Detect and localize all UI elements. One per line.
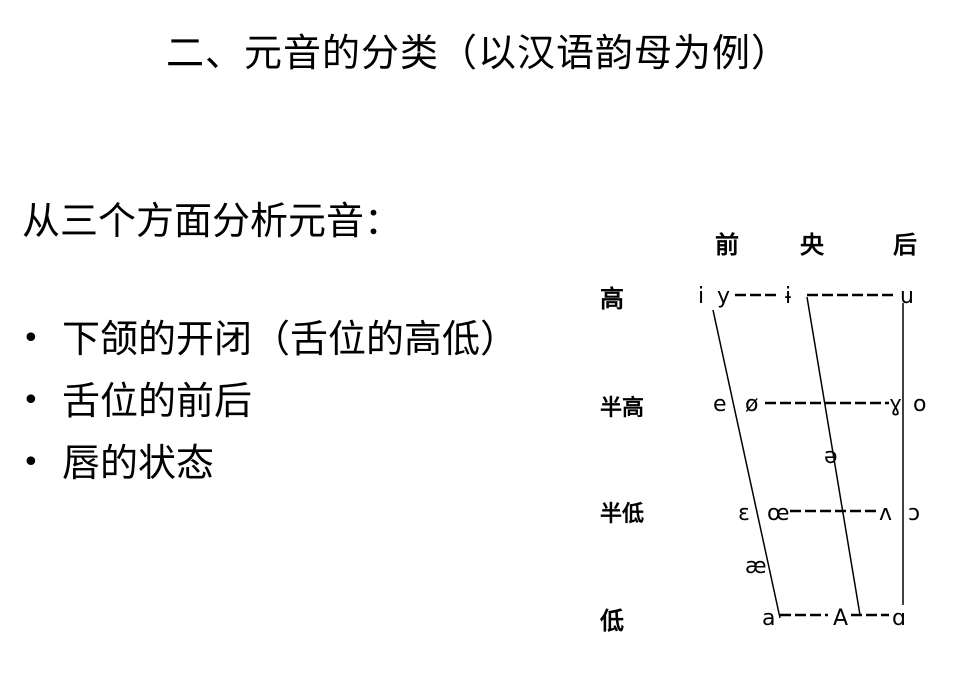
vowel-y: y [717,284,730,309]
row-low-label: 低 [599,607,624,635]
bullet-dot: • [22,383,40,418]
vowel-e: e [713,392,727,417]
column-back-label: 后 [893,231,917,259]
vowel-symbols: i y ɨ u e ø ɣ o ə ɛ œ ʌ ɔ æ a A ɑ [698,284,926,631]
bullet-item: • 唇的状态 [22,436,518,498]
vowel-chart: 前 央 后 高 半高 半低 低 i y ɨ u e ø ɣ o ə ɛ œ ʌ … [599,231,926,635]
vowel-turned-v: ʌ [879,501,892,526]
bullet-item: • 下颌的开闭（舌位的高低） [22,312,518,374]
front-boundary-line [712,309,781,619]
column-central-label: 央 [800,231,825,259]
slide-title: 二、元音的分类（以汉语韵母为例） [165,31,790,75]
bullet-dot: • [22,445,40,480]
vowel-barred-i: ɨ [785,284,791,309]
row-mid-low-label: 半低 [600,502,644,527]
vowel-a: a [762,606,775,631]
column-front-label: 前 [715,231,739,259]
row-high-label: 高 [600,285,624,313]
vowel-oe: œ [767,501,790,526]
bullet-text: 下颌的开闭（舌位的高低） [62,317,519,361]
central-line [806,296,861,616]
vowel-u: u [900,284,914,309]
vowel-epsilon: ɛ [738,501,750,526]
bullet-list: • 下颌的开闭（舌位的高低） • 舌位的前后 • 唇的状态 [22,312,518,498]
vowel-alpha: ɑ [892,606,906,631]
vowel-open-o: ɔ [908,501,920,526]
chart-lines [712,296,904,619]
vowel-A: A [833,606,848,631]
bullet-text: 舌位的前后 [62,379,253,423]
vowel-gamma: ɣ [889,392,902,417]
vowel-o-slash: ø [745,392,758,417]
vowel-schwa: ə [824,444,838,469]
vowel-ae: æ [745,554,767,579]
intro-text: 从三个方面分析元音： [22,199,403,243]
vowel-i: i [698,284,704,309]
bullet-text: 唇的状态 [62,441,215,485]
vowel-o: o [913,392,926,417]
bullet-dot: • [22,321,40,356]
dashed-lines [735,293,895,617]
bullet-item: • 舌位的前后 [22,374,518,436]
row-mid-high-label: 半高 [600,395,644,421]
